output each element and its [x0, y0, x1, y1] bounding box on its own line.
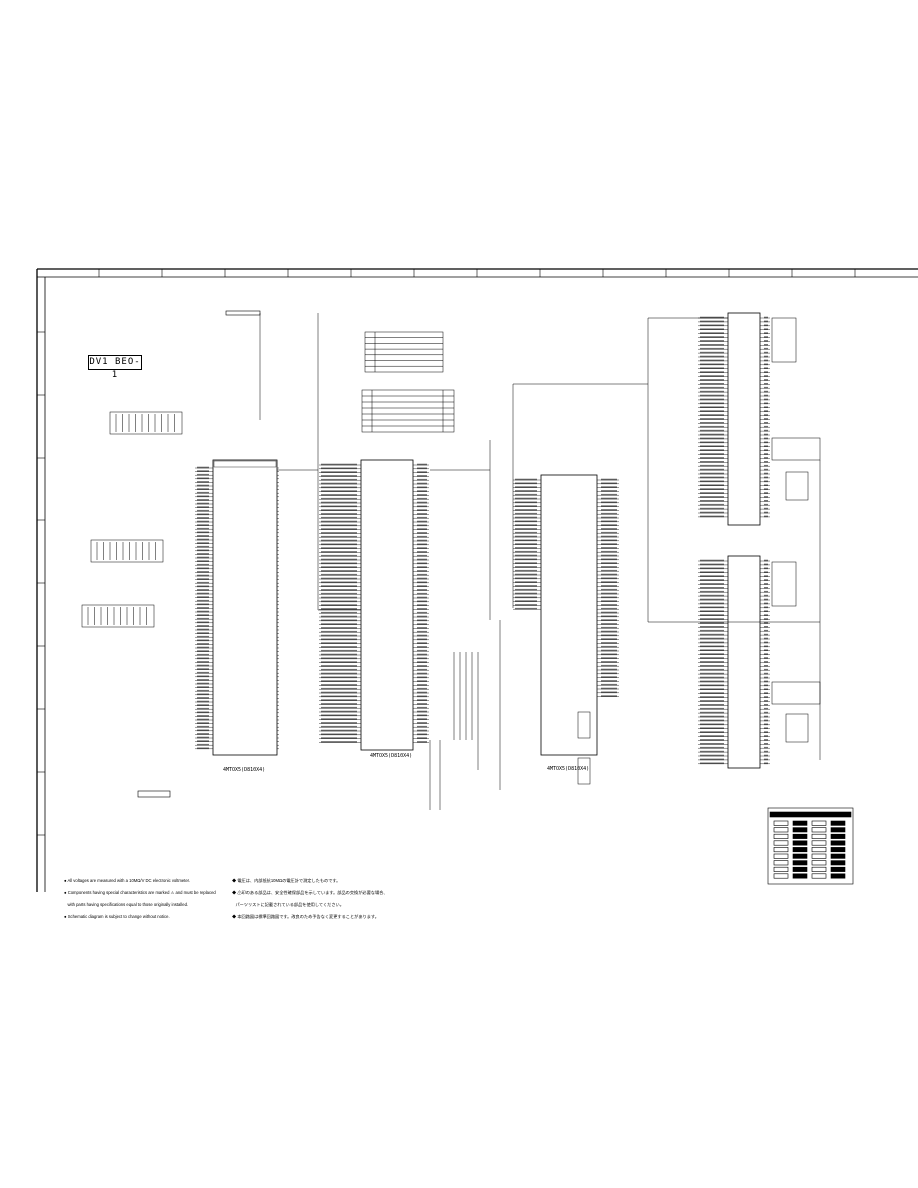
note-en-4: ● Schematic diagram is subject to change…	[64, 914, 170, 919]
note-en-2: ● Components having special characterist…	[64, 890, 216, 895]
ic1-block	[195, 459, 279, 756]
spec-tables	[361, 331, 455, 433]
ic2-block	[319, 459, 429, 751]
notes-english: ● All voltages are measured with a 10MΩ/…	[64, 872, 216, 926]
notes-japanese: ◆ 電圧は、内部抵抗10MΩの電圧計で測定したものです。 ◆ ⚠印のある部品は、…	[232, 872, 388, 926]
column-ticks	[98, 269, 856, 277]
left-resistor-networks	[81, 411, 183, 628]
note-en-1: ● All voltages are measured with a 10MΩ/…	[64, 878, 190, 883]
ic3-block	[513, 474, 619, 756]
ic1-label: 4MTOX5(D810X4)	[223, 767, 265, 773]
input-connector	[225, 310, 261, 316]
note-jp-1: ◆ 電圧は、内部抵抗10MΩの電圧計で測定したものです。	[232, 878, 341, 883]
memory-ic-upper	[698, 312, 770, 526]
ic3-label: 4MTOX5(D810X4)	[547, 766, 589, 772]
note-jp-2: ◆ ⚠印のある部品は、安全性確保部品を示しています。部品の交換が必要な場合、	[232, 890, 388, 895]
sheet-frame	[36, 268, 918, 892]
small-label-box	[137, 790, 171, 798]
sheet-title: DV1 BEO-1	[88, 355, 142, 380]
bus-wiring	[259, 313, 821, 810]
memory-ic-lower	[698, 555, 770, 769]
ic2-label: 4MTOX5(D810X4)	[370, 753, 412, 759]
row-ticks	[37, 331, 45, 836]
note-jp-3: パーツリストに記載されている部品を使用してください。	[232, 902, 344, 907]
note-jp-4: ◆ 本回路図は標準回路図です。改良のため予告なく変更することがあります。	[232, 914, 379, 919]
note-en-3: with parts having specifications equal t…	[64, 902, 189, 907]
legend-box	[767, 807, 854, 885]
